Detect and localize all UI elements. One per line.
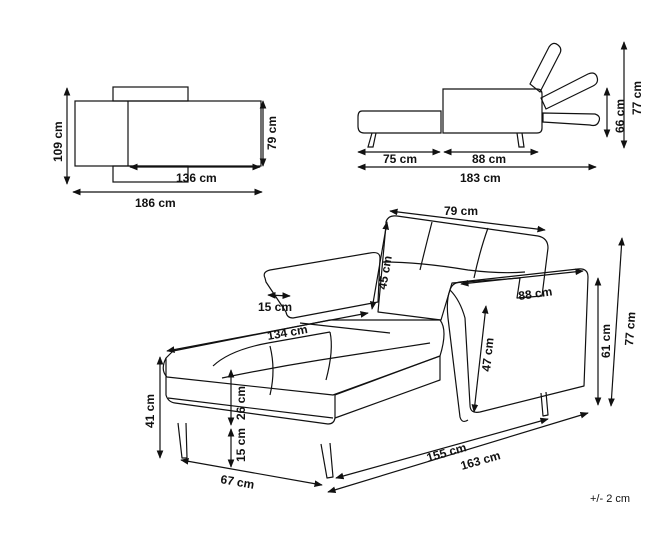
side-view-back-mid bbox=[540, 72, 599, 110]
iso-backrest-tuft-1 bbox=[419, 221, 433, 271]
label-136: 136 cm bbox=[176, 171, 217, 185]
iso-right-armrest bbox=[449, 268, 589, 413]
label-61: 61 cm bbox=[599, 324, 613, 358]
label-47: 47 cm bbox=[479, 337, 496, 372]
iso-seat-tuft-4 bbox=[221, 342, 431, 379]
label-15-leg: 15 cm bbox=[234, 428, 248, 462]
label-88-side: 88 cm bbox=[472, 152, 506, 166]
label-109: 109 cm bbox=[51, 121, 65, 162]
side-view bbox=[357, 41, 628, 171]
label-183: 183 cm bbox=[460, 171, 501, 185]
label-15-arm: 15 cm bbox=[258, 300, 292, 314]
label-77-side: 77 cm bbox=[630, 81, 644, 115]
label-77-iso: 77 cm bbox=[622, 311, 638, 346]
iso-leg-front-left bbox=[177, 422, 188, 459]
label-45: 45 cm bbox=[375, 255, 395, 291]
dim-line-45 bbox=[369, 221, 390, 310]
side-view-leg-right bbox=[516, 132, 525, 148]
side-view-seat bbox=[357, 110, 442, 134]
iso-backrest-tuft-3 bbox=[382, 261, 526, 274]
dim-line-88-iso bbox=[460, 268, 584, 287]
top-view bbox=[63, 86, 267, 196]
iso-leg-front-right bbox=[320, 442, 334, 479]
top-view-pillow bbox=[112, 86, 189, 102]
label-66: 66 cm bbox=[613, 99, 627, 133]
top-view-body bbox=[74, 100, 262, 167]
iso-view bbox=[162, 215, 589, 479]
iso-right-armrest-front bbox=[446, 289, 469, 423]
iso-seat-tuft-5 bbox=[299, 322, 391, 334]
label-79-iso: 79 cm bbox=[444, 204, 478, 218]
iso-seat-front bbox=[165, 358, 336, 425]
dim-line-79-iso bbox=[389, 208, 546, 233]
side-view-back-low bbox=[542, 112, 601, 127]
label-26: 26 cm bbox=[234, 386, 248, 420]
side-view-leg-left bbox=[367, 132, 377, 148]
label-88-iso: 88 cm bbox=[517, 284, 553, 303]
side-view-back-high bbox=[529, 42, 562, 93]
side-view-back-flat bbox=[442, 88, 543, 134]
label-79-top: 79 cm bbox=[265, 116, 279, 150]
dim-line-163 bbox=[327, 411, 589, 494]
dim-line-15-arm bbox=[267, 291, 291, 300]
label-67: 67 cm bbox=[219, 472, 255, 492]
iso-backrest bbox=[377, 215, 549, 321]
iso-seat-side bbox=[334, 355, 441, 419]
label-186: 186 cm bbox=[135, 196, 176, 210]
label-75: 75 cm bbox=[383, 152, 417, 166]
dim-line-47 bbox=[471, 305, 489, 413]
dim-line-67 bbox=[180, 458, 323, 487]
iso-seat-tuft-3 bbox=[325, 331, 332, 381]
iso-dimensions bbox=[156, 208, 625, 494]
iso-seat-base-line bbox=[167, 397, 334, 419]
dim-line-77-iso bbox=[608, 237, 625, 407]
label-41: 41 cm bbox=[143, 394, 157, 428]
label-134: 134 cm bbox=[266, 322, 309, 343]
tolerance-note: +/- 2 cm bbox=[590, 493, 630, 505]
dim-line-134 bbox=[166, 311, 369, 353]
